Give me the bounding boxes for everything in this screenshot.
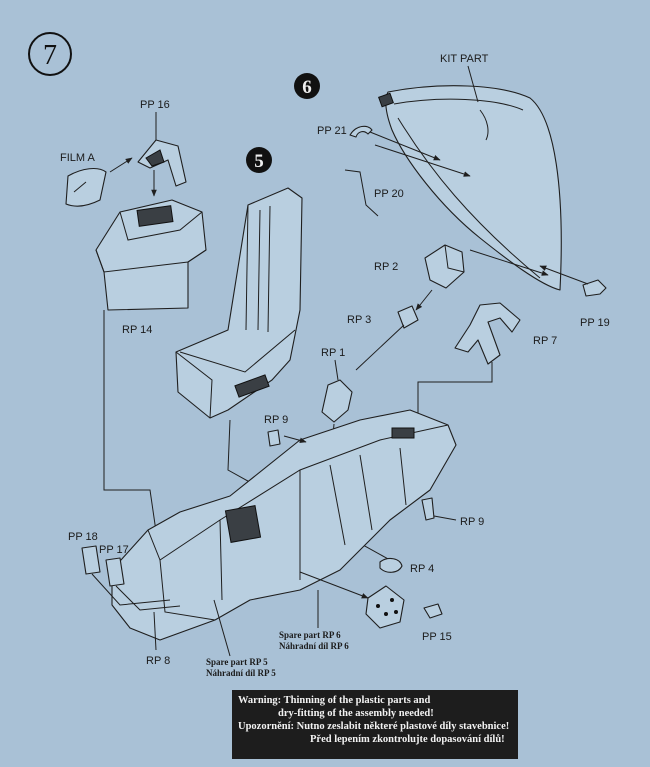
label-film-a: FILM A <box>60 152 96 164</box>
part-rp4 <box>379 557 403 573</box>
part-pp19 <box>582 279 607 297</box>
step-number-badge: 7 <box>28 32 72 76</box>
label-rp2: RP 2 <box>374 261 398 273</box>
label-pp21: PP 21 <box>317 125 347 137</box>
part-rp2 <box>424 244 465 289</box>
label-pp18: PP 18 <box>68 531 98 543</box>
part-pp17 <box>105 557 125 587</box>
badge-6: 6 <box>294 73 320 99</box>
label-pp16: PP 16 <box>140 99 170 111</box>
part-pp15 <box>365 585 443 629</box>
svg-text:Náhradní díl RP 5: Náhradní díl RP 5 <box>206 668 276 678</box>
warning-line-1: Warning: Thinning of the plastic parts a… <box>238 695 431 706</box>
svg-text:Náhradní díl RP 6: Náhradní díl RP 6 <box>279 641 349 651</box>
part-rp9-right <box>421 497 435 521</box>
label-rp14: RP 14 <box>122 324 152 336</box>
label-pp17: PP 17 <box>99 544 129 556</box>
part-rp7 <box>454 302 521 365</box>
label-rp9-top: RP 9 <box>264 414 288 426</box>
warning-line-3: Upozornění: Nutno zeslabit některé plast… <box>238 721 510 732</box>
label-rp7: RP 7 <box>533 335 557 347</box>
label-pp20: PP 20 <box>374 188 404 200</box>
part-pp21 <box>349 125 373 138</box>
svg-text:Spare part RP 5: Spare part RP 5 <box>206 657 268 667</box>
label-rp3: RP 3 <box>347 314 371 326</box>
part-rp9-top <box>267 429 281 447</box>
warning-line-4: Před lepením zkontrolujte dopasování díl… <box>310 734 505 745</box>
label-rp9-right: RP 9 <box>460 516 484 528</box>
part-rp3 <box>355 305 419 371</box>
spare-part-rp6-note: Spare part RP 6 Náhradní díl RP 6 <box>279 630 349 651</box>
canopy-part <box>378 85 562 291</box>
svg-text:5: 5 <box>254 151 264 172</box>
warning-line-2: dry-fitting of the assembly needed! <box>278 708 434 719</box>
warning-box: Warning: Thinning of the plastic parts a… <box>232 690 518 759</box>
spare-part-rp5-note: Spare part RP 5 Náhradní díl RP 5 <box>206 657 276 678</box>
badge-5: 5 <box>246 147 272 173</box>
part-pp20 <box>344 169 379 217</box>
part-pp16 <box>137 139 187 187</box>
label-kit-part: KIT PART <box>440 53 489 65</box>
label-pp19: PP 19 <box>580 317 610 329</box>
label-pp15: PP 15 <box>422 631 452 643</box>
label-rp1: RP 1 <box>321 347 345 359</box>
part-pp18 <box>81 545 101 575</box>
label-rp8: RP 8 <box>146 655 170 667</box>
cockpit-tub <box>111 409 457 641</box>
svg-text:Spare part RP 6: Spare part RP 6 <box>279 630 341 640</box>
part-rp14 <box>95 199 207 311</box>
svg-text:6: 6 <box>302 77 312 98</box>
part-film-a <box>65 167 107 207</box>
step-number: 7 <box>43 40 57 71</box>
ejection-seat <box>175 187 303 419</box>
part-rp1 <box>321 379 353 423</box>
label-rp4: RP 4 <box>410 563 434 575</box>
